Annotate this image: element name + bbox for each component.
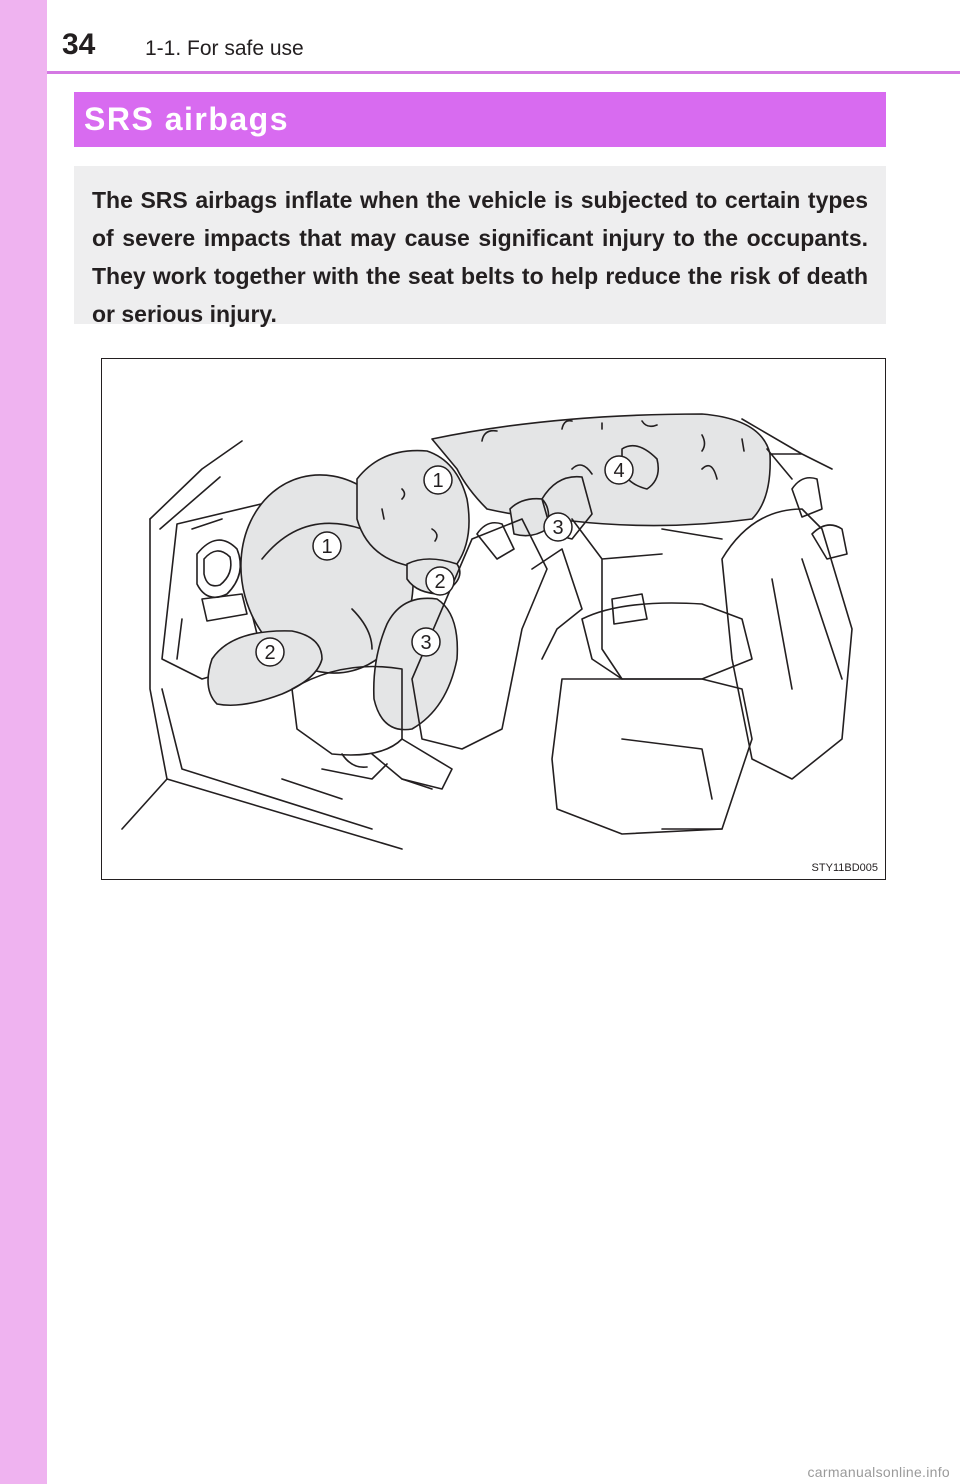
page-number: 34 — [62, 28, 96, 61]
section-label: 1-1. For safe use — [145, 37, 304, 60]
callout-number: 2 — [264, 642, 275, 664]
side-tab-band — [0, 0, 47, 1484]
callout-2-driver-knee: 2 — [255, 637, 285, 667]
callout-3-passenger-side: 3 — [543, 512, 573, 542]
callout-number: 1 — [432, 470, 443, 492]
figure-code: STY11BD005 — [811, 862, 878, 874]
callout-number: 3 — [552, 517, 563, 539]
section-title-bar: SRS airbags — [74, 92, 886, 147]
airbag-illustration: 1 1 2 2 3 3 4 STY11BD005 — [101, 358, 886, 880]
callout-number: 3 — [420, 632, 431, 654]
callout-1-passenger: 1 — [423, 465, 453, 495]
header-rule — [47, 71, 960, 74]
callout-3-driver-side: 3 — [411, 627, 441, 657]
callout-2-passenger-knee: 2 — [425, 566, 455, 596]
callout-1-driver: 1 — [312, 531, 342, 561]
cabin-drawing — [121, 413, 853, 850]
callout-4-curtain: 4 — [604, 455, 634, 485]
watermark: carmanualsonline.info — [807, 1464, 950, 1480]
intro-text: The SRS airbags inflate when the vehicle… — [92, 187, 868, 327]
section-title: SRS airbags — [84, 101, 290, 137]
callout-layer: 1 1 2 2 3 3 4 — [255, 455, 634, 667]
callout-number: 4 — [613, 460, 624, 482]
intro-box: The SRS airbags inflate when the vehicle… — [74, 166, 886, 327]
callout-number: 2 — [434, 571, 445, 593]
callout-number: 1 — [321, 536, 332, 558]
